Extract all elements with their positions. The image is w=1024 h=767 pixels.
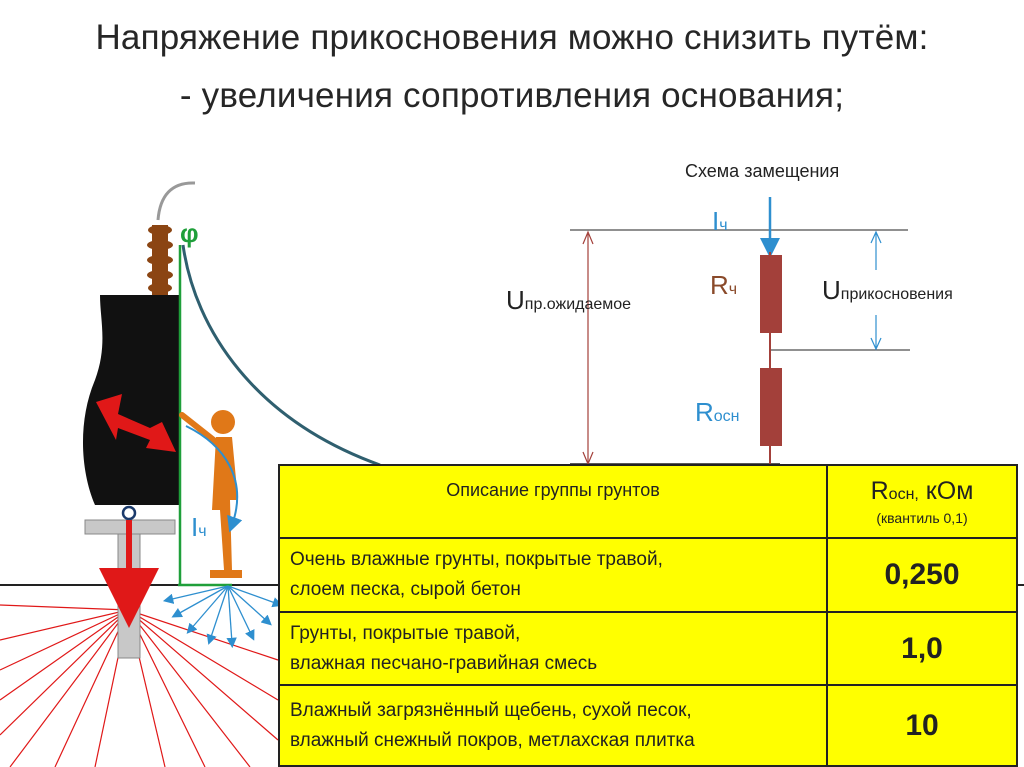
table-header-row: Описание группы грунтов Rосн, кОм (квант…	[278, 463, 1018, 540]
u-expected-label: Uпр.ожидаемое	[506, 285, 632, 315]
scheme-current-label: Iч	[712, 206, 728, 236]
person-current-label: Iч	[191, 512, 207, 542]
wire-top	[156, 181, 196, 221]
person-figure	[179, 410, 242, 578]
row-description: Грунты, покрытые травой,влажная песчано-…	[278, 610, 828, 687]
soil-resistance-table: Описание группы грунтов Rосн, кОм (квант…	[278, 463, 1018, 767]
page-title-line1: Напряжение прикосновения можно снизить п…	[95, 18, 929, 57]
equivalent-circuit	[570, 197, 910, 466]
page-title-line2: - увеличения сопротивления основания;	[179, 76, 845, 115]
insulator	[147, 225, 173, 295]
resistor-person	[760, 255, 782, 333]
phi-label: φ	[180, 218, 199, 248]
header-resistance: Rосн, кОм (квантиль 0,1)	[826, 463, 1018, 540]
table-row: Влажный загрязнённый щебень, сухой песок…	[278, 684, 1018, 767]
scheme-caption: Схема замещения	[685, 161, 840, 181]
table-row: Грунты, покрытые травой,влажная песчано-…	[278, 610, 1018, 687]
transformer-body	[82, 295, 180, 505]
row-description: Очень влажные грунты, покрытые травой,сл…	[278, 537, 828, 613]
r-person-label: Rч	[710, 270, 738, 300]
r-base-label: Rосн	[695, 397, 740, 427]
row-value: 0,250	[826, 537, 1018, 613]
row-description: Влажный загрязнённый щебень, сухой песок…	[278, 684, 828, 767]
table-row: Очень влажные грунты, покрытые травой,сл…	[278, 537, 1018, 613]
body-current-arrow	[185, 425, 243, 533]
row-value: 10	[826, 684, 1018, 767]
resistor-base	[760, 368, 782, 446]
foot-current-rays	[162, 585, 283, 649]
row-value: 1,0	[826, 610, 1018, 687]
potential-curve	[181, 244, 381, 467]
u-touch-label: Uприкосновения	[822, 275, 953, 305]
header-description: Описание группы грунтов	[278, 463, 828, 540]
fault-lightning-icon	[96, 394, 176, 452]
ground-node	[121, 505, 137, 521]
